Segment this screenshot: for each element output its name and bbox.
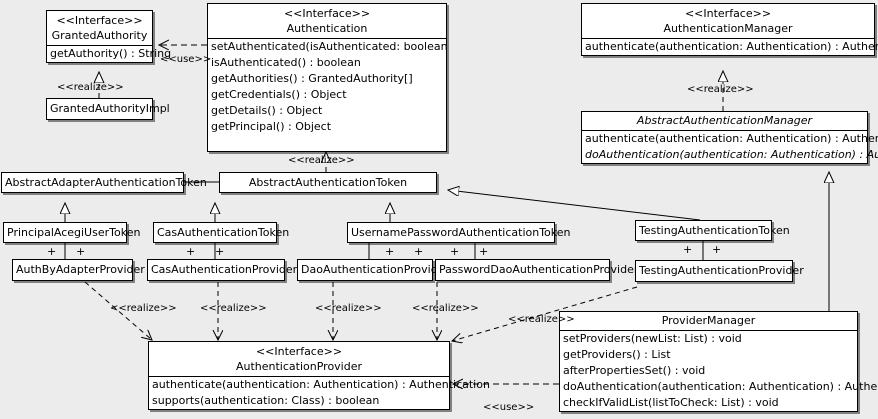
dao-authentication-provider-name: DaoAuthenticationProvider	[301, 263, 449, 276]
class-granted-authority[interactable]: <<Interface>> GrantedAuthority getAuthor…	[46, 10, 172, 63]
operation: authenticate(authentication: Authenticat…	[585, 132, 878, 145]
operation: afterPropertiesSet() : void	[563, 364, 706, 377]
multiplicity-plus: +	[414, 245, 424, 258]
operation: doAuthentication(authentication: Authent…	[563, 380, 878, 393]
class-abstract-authentication-token[interactable]: AbstractAuthenticationToken	[219, 172, 437, 193]
multiplicity-plus: +	[479, 245, 489, 258]
authentication-provider-operations: authenticate(authentication: Authenticat…	[149, 376, 490, 409]
cas-authentication-token-name: CasAuthenticationToken	[157, 226, 290, 239]
authentication-provider-stereotype: <<Interface>>	[255, 345, 343, 358]
operation: getPrincipal() : Object	[211, 120, 332, 133]
class-testing-authentication-token[interactable]: TestingAuthenticationToken	[635, 220, 790, 241]
operation: getDetails() : Object	[211, 104, 323, 117]
class-abstract-adapter-authentication-token[interactable]: AbstractAdapterAuthenticationToken	[1, 172, 207, 193]
class-dao-authentication-provider[interactable]: DaoAuthenticationProvider	[297, 259, 449, 281]
class-authentication[interactable]: <<Interface>> Authentication setAuthenti…	[207, 3, 447, 152]
operation: getProviders() : List	[563, 348, 671, 361]
multiplicity-plus: +	[47, 245, 57, 258]
operation: isAuthenticated() : boolean	[211, 56, 361, 69]
granted-authority-impl-name: GrantedAuthorityImpl	[50, 102, 170, 115]
multiplicity-plus: +	[215, 245, 225, 258]
multiplicity-plus: +	[450, 245, 460, 258]
abstract-authentication-manager-name: AbstractAuthenticationManager	[636, 114, 813, 127]
multiplicity-plus: +	[683, 243, 693, 256]
testing-authentication-token-name: TestingAuthenticationToken	[639, 224, 790, 237]
label-realize-auth-by-adapter-provider: <<realize>>	[110, 303, 177, 314]
class-username-password-authentication-token[interactable]: UsernamePasswordAuthenticationToken	[347, 222, 571, 243]
label-use-provider-manager-authentication-provider: <<use>>	[483, 402, 535, 413]
label-realize-testing-authentication-provider: <<realize>>	[508, 314, 575, 325]
operation: getCredentials() : Object	[211, 88, 347, 101]
authentication-manager-name: AuthenticationManager	[663, 22, 793, 35]
multiplicity-plus: +	[712, 243, 722, 256]
class-authentication-manager[interactable]: <<Interface>> AuthenticationManager auth…	[581, 3, 878, 56]
operation: supports(authentication: Class) : boolea…	[152, 394, 380, 407]
authentication-provider-name: AuthenticationProvider	[235, 360, 363, 373]
testing-authentication-provider-name: TestingAuthenticationProvider	[639, 264, 804, 277]
class-cas-authentication-provider[interactable]: CasAuthenticationProvider	[147, 259, 298, 281]
cas-authentication-provider-name: CasAuthenticationProvider	[151, 263, 298, 276]
class-password-dao-authentication-provider[interactable]: PasswordDaoAuthenticationProvider	[435, 259, 639, 281]
username-password-authentication-token-name: UsernamePasswordAuthenticationToken	[351, 226, 571, 239]
operation: getAuthority() : String	[50, 47, 172, 60]
label-realize-cas-authentication-provider: <<realize>>	[200, 303, 267, 314]
abstract-authentication-token-name: AbstractAuthenticationToken	[248, 176, 408, 189]
operation: setProviders(newList: List) : void	[563, 332, 742, 345]
multiplicity-plus: +	[186, 245, 196, 258]
principal-acegi-user-token-name: PrincipalAcegiUserToken	[7, 226, 141, 239]
operation: setAuthenticated(isAuthenticated: boolea…	[211, 40, 447, 53]
authentication-stereotype: <<Interface>>	[283, 7, 371, 20]
class-cas-authentication-token[interactable]: CasAuthenticationToken	[153, 222, 290, 243]
label-realize-abstract-authentication-token: <<realize>>	[288, 155, 355, 166]
password-dao-authentication-provider-name: PasswordDaoAuthenticationProvider	[439, 263, 639, 276]
provider-manager-name: ProviderManager	[661, 314, 756, 327]
granted-authority-operations: getAuthority() : String	[47, 45, 172, 62]
authentication-name: Authentication	[286, 22, 368, 35]
authentication-manager-operations: authenticate(authentication: Authenticat…	[582, 38, 878, 55]
label-use-authentication-granted-authority: <<use>>	[160, 54, 212, 65]
generalize-testing-authentication-token	[448, 190, 701, 221]
class-testing-authentication-provider[interactable]: TestingAuthenticationProvider	[635, 260, 804, 282]
label-realize-granted-authority-impl: <<realize>>	[57, 82, 124, 93]
operation: getAuthorities() : GrantedAuthority[]	[211, 72, 413, 85]
granted-authority-name: GrantedAuthority	[51, 29, 148, 42]
class-auth-by-adapter-provider[interactable]: AuthByAdapterProvider	[12, 259, 145, 281]
class-granted-authority-impl[interactable]: GrantedAuthorityImpl	[46, 98, 170, 120]
class-provider-manager[interactable]: ProviderManager setProviders(newList: Li…	[559, 311, 878, 412]
granted-authority-stereotype: <<Interface>>	[56, 14, 143, 27]
operation: authenticate(authentication: Authenticat…	[152, 378, 490, 391]
class-principal-acegi-user-token[interactable]: PrincipalAcegiUserToken	[3, 222, 141, 243]
class-authentication-provider[interactable]: <<Interface>> AuthenticationProvider aut…	[148, 341, 490, 410]
authentication-operations: setAuthenticated(isAuthenticated: boolea…	[208, 38, 446, 135]
multiplicity-plus: +	[76, 245, 86, 258]
label-realize-abstract-authentication-manager: <<realize>>	[687, 84, 754, 95]
authentication-manager-stereotype: <<Interface>>	[684, 7, 772, 20]
multiplicity-plus: +	[385, 245, 395, 258]
label-realize-dao-authentication-provider: <<realize>>	[315, 303, 382, 314]
abstract-adapter-authentication-token-name: AbstractAdapterAuthenticationToken	[5, 176, 207, 189]
operation: doAuthentication(authentication: Authent…	[585, 148, 878, 161]
operation: authenticate(authentication: Authenticat…	[585, 40, 878, 53]
auth-by-adapter-provider-name: AuthByAdapterProvider	[16, 263, 145, 276]
abstract-authentication-manager-operations: authenticate(authentication: Authenticat…	[582, 130, 878, 163]
class-abstract-authentication-manager[interactable]: AbstractAuthenticationManager authentica…	[581, 111, 878, 164]
provider-manager-operations: setProviders(newList: List) : void getPr…	[560, 330, 878, 411]
label-realize-password-dao-authentication-provider: <<realize>>	[412, 303, 479, 314]
operation: checkIfValidList(listToCheck: List) : vo…	[563, 396, 779, 409]
